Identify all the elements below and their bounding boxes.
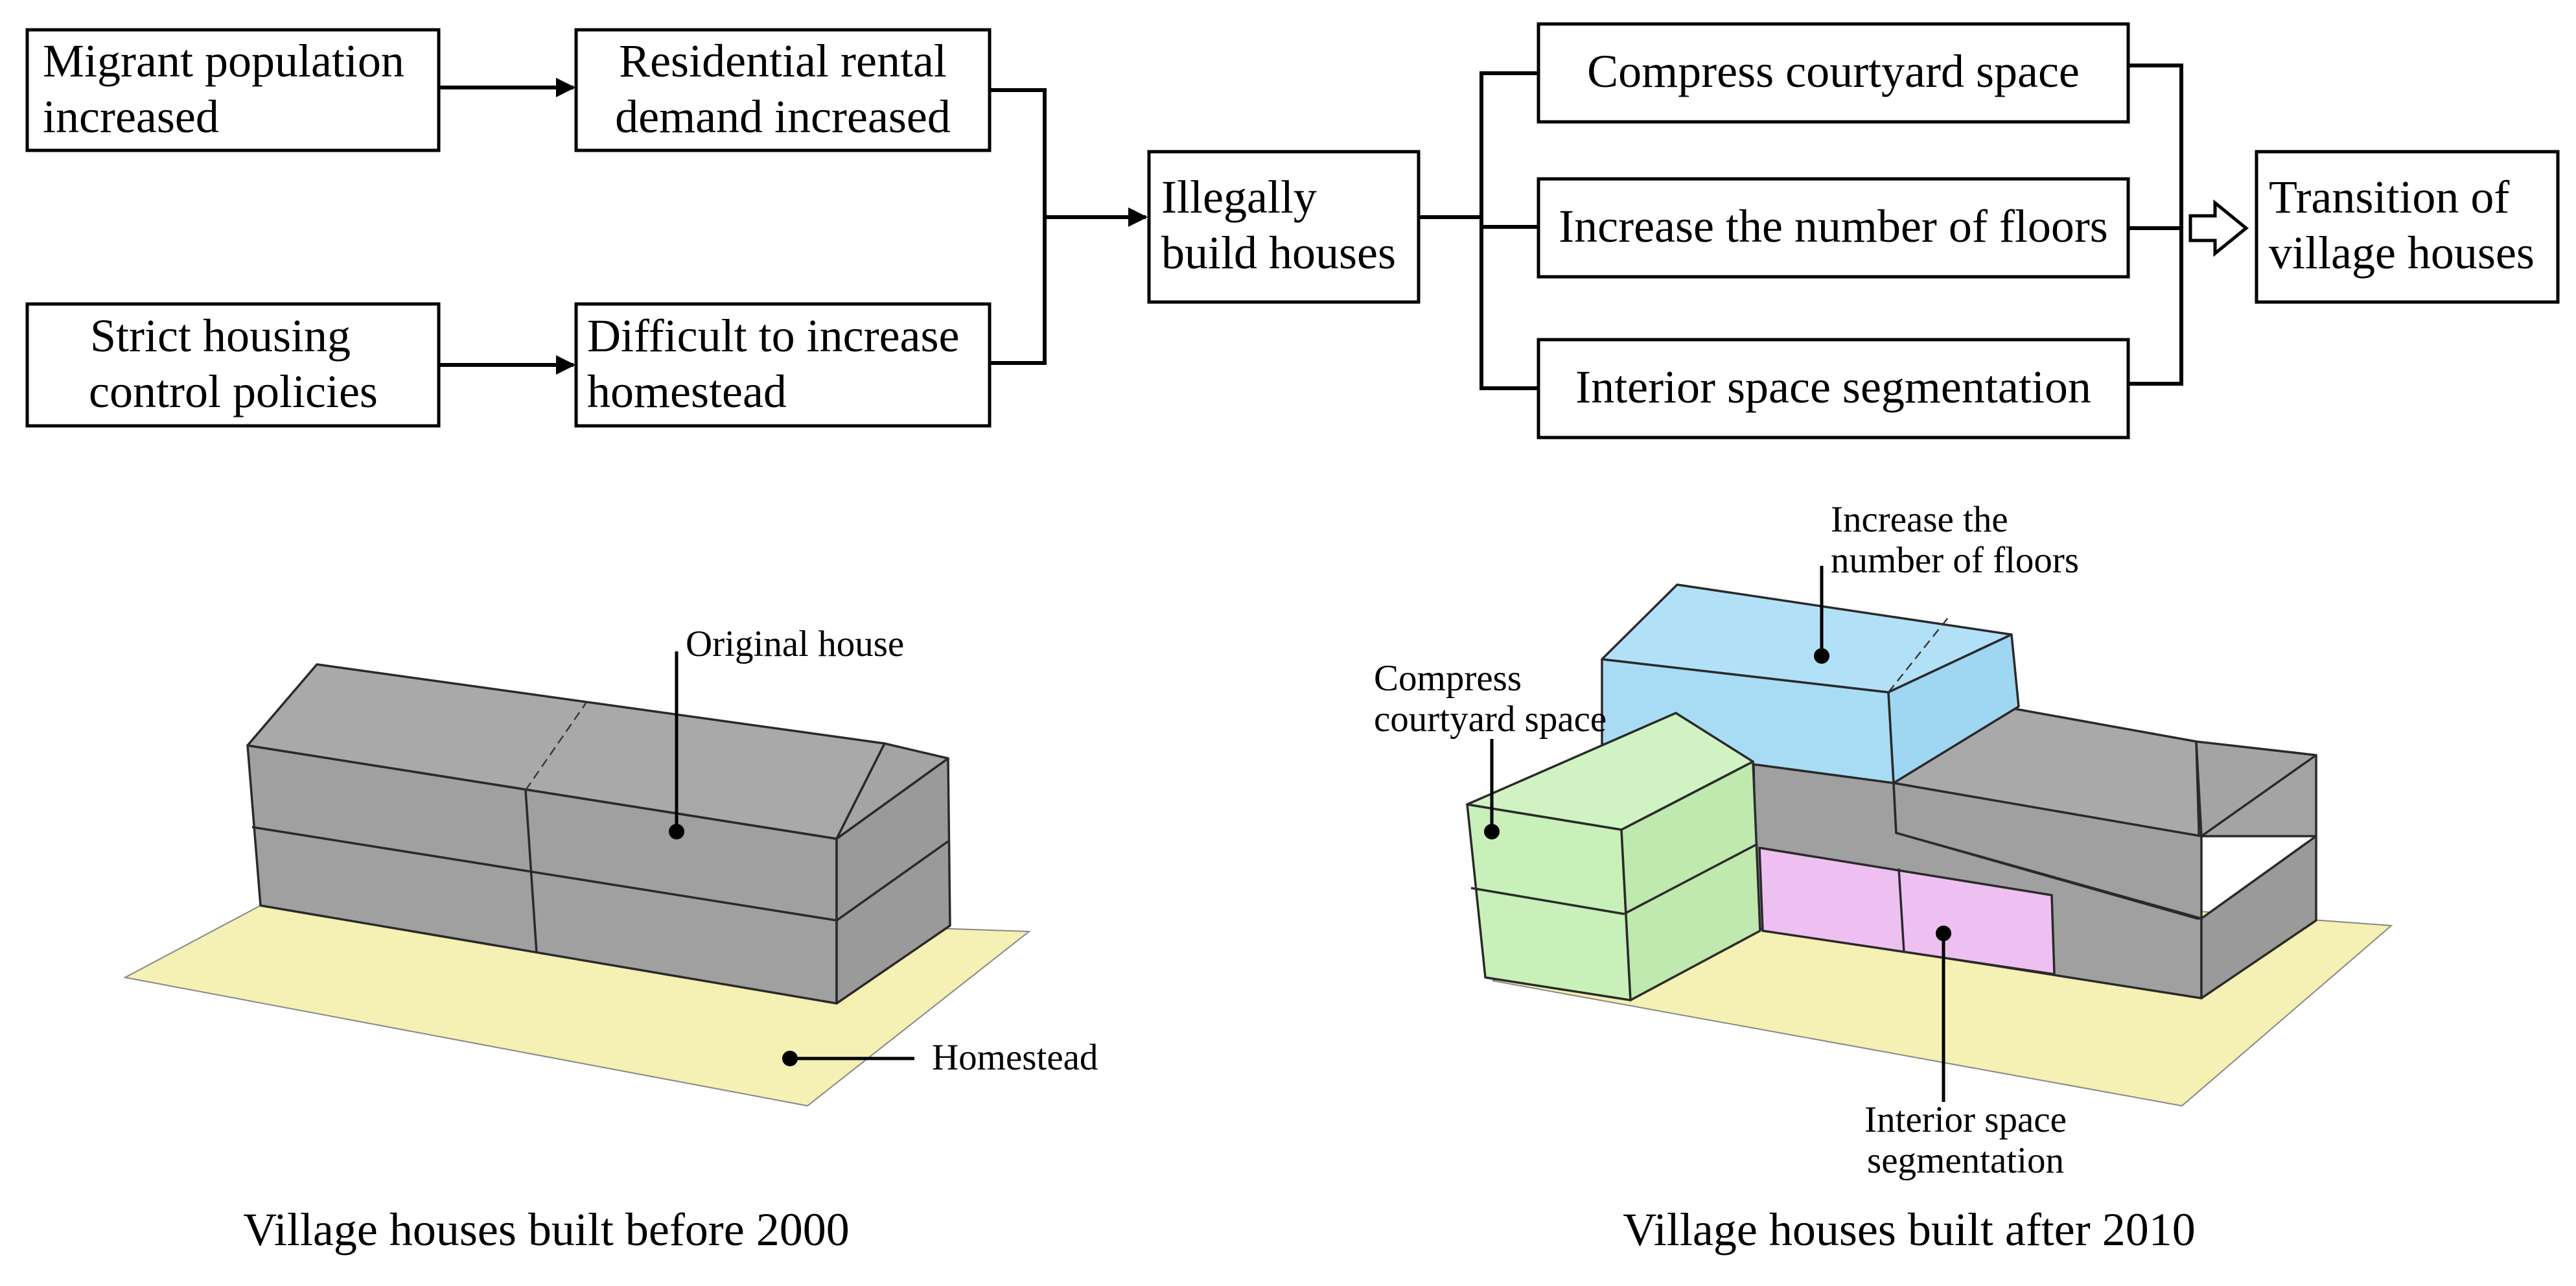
roof-ridge-divider — [524, 701, 588, 791]
house-gable — [835, 742, 949, 840]
box-migrant-line1: Migrant population — [43, 35, 404, 87]
house-vertical-divider — [524, 789, 538, 953]
illustration-after-2010: Increase the number of floors Compress c… — [1374, 499, 2393, 1256]
gable-edge — [2200, 754, 2317, 837]
compress-label-line2: courtyard space — [1374, 699, 1607, 740]
box-illegally-build: Illegally build houses — [1147, 150, 1421, 304]
floors-label-line1: Increase the — [1831, 499, 2008, 540]
box-strict-line1: Strict housing — [90, 310, 351, 362]
box-strict-housing: Strict housing control policies — [25, 302, 441, 428]
main-house-upper-wall — [1892, 782, 2203, 920]
flowchart: Migrant population increased Residential… — [25, 22, 2560, 439]
interior-dot — [1936, 926, 1951, 941]
box-compress-label: Compress courtyard space — [1587, 45, 2080, 97]
courtyard-floor-line-side — [1623, 843, 1758, 915]
box-interior-segmentation: Interior space segmentation — [1537, 338, 2130, 439]
split-bracket — [1479, 71, 1538, 390]
box-difficult-homestead: Difficult to increase homestead — [574, 302, 992, 428]
illustration-before-2000: Original house Homestead Village houses … — [123, 624, 1098, 1256]
caption-before-2000: Village houses built before 2000 — [243, 1204, 849, 1256]
merge-bracket-right — [2128, 64, 2183, 386]
interior-label-line2: segmentation — [1867, 1140, 2064, 1181]
house-floor-line — [251, 826, 837, 922]
box-transition-line1: Transition of — [2269, 171, 2509, 223]
compress-label-line1: Compress — [1374, 658, 1522, 699]
box-rental-line2: demand increased — [615, 91, 951, 143]
box-illegal-line2: build houses — [1161, 227, 1396, 279]
box-transition: Transition of village houses — [2255, 150, 2560, 304]
main-house-end — [2200, 835, 2317, 1000]
original-house-dot — [669, 824, 684, 839]
homestead-dot — [782, 1051, 798, 1066]
homestead-label: Homestead — [932, 1037, 1098, 1078]
compress-dot — [1484, 824, 1500, 839]
box-transition-line2: village houses — [2269, 227, 2535, 279]
box-rental-line1: Residential rental — [619, 35, 947, 87]
courtyard-addition-roof — [1466, 712, 1754, 831]
floors-dot — [1814, 648, 1829, 664]
box-increase-floors: Increase the number of floors — [1537, 177, 2130, 279]
house-floor-line-end — [835, 840, 949, 922]
box-difficult-line2: homestead — [587, 366, 787, 417]
hollow-arrow-icon — [2188, 199, 2249, 257]
box-migrant-population: Migrant population increased — [25, 28, 441, 152]
added-floor-ridge — [1888, 617, 1949, 693]
box-interior-label: Interior space segmentation — [1575, 361, 2091, 413]
box-compress-courtyard: Compress courtyard space — [1537, 22, 2130, 124]
partition-divider — [1897, 868, 1905, 953]
box-floors-label: Increase the number of floors — [1559, 200, 2108, 252]
original-house-label: Original house — [686, 624, 904, 664]
courtyard-floor-line — [1470, 887, 1625, 915]
interior-label-line1: Interior space — [1864, 1099, 2067, 1140]
merge-bracket-left — [990, 88, 1047, 365]
partition-area — [1758, 847, 2056, 976]
added-floor-end — [1887, 633, 2020, 784]
box-difficult-line1: Difficult to increase — [587, 310, 959, 362]
box-residential-rental: Residential rental demand increased — [574, 28, 992, 152]
floors-label-line2: number of floors — [1831, 540, 2079, 581]
caption-after-2010: Village houses built after 2010 — [1623, 1204, 2195, 1256]
box-migrant-line2: increased — [43, 91, 219, 143]
main-house-gable — [2195, 740, 2317, 837]
box-strict-line2: control policies — [89, 366, 378, 417]
box-illegal-line1: Illegally — [1161, 171, 1317, 223]
